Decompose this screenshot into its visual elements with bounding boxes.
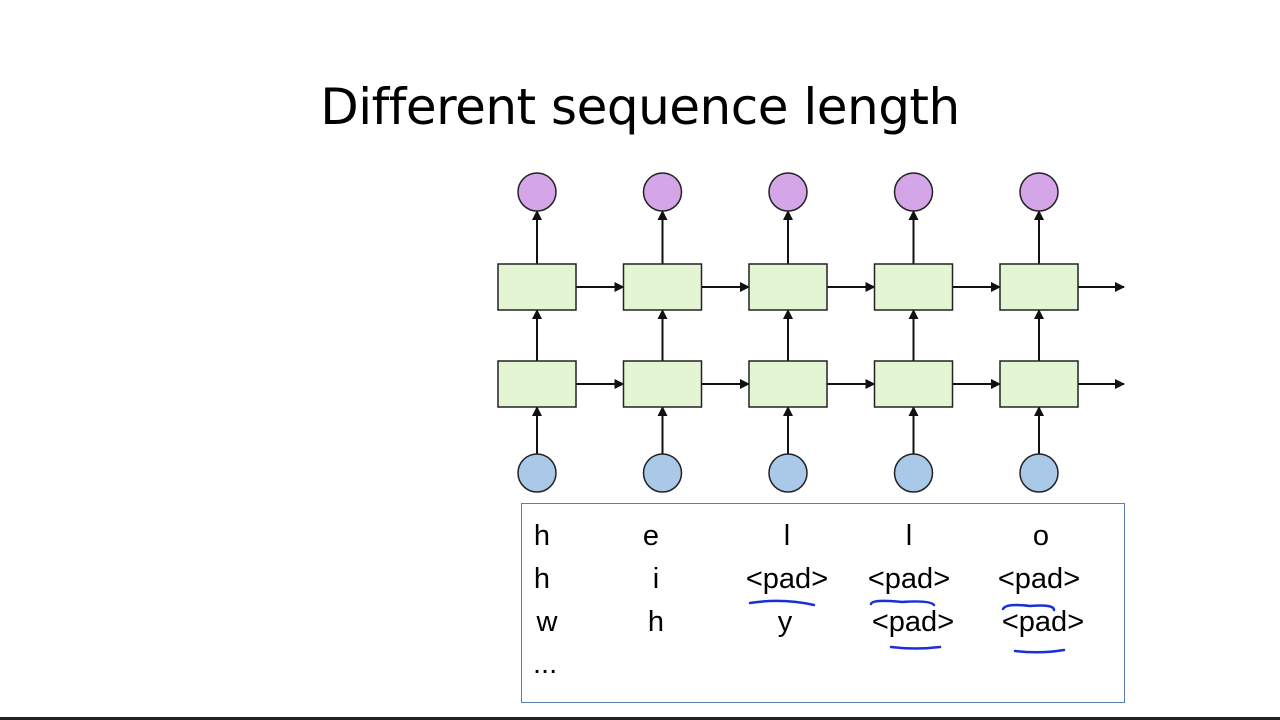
input-node <box>642 453 683 493</box>
sequence-token: h <box>647 606 665 638</box>
input-node <box>517 453 557 493</box>
sequence-token: h <box>533 520 551 552</box>
output-node <box>1019 172 1059 212</box>
rnn-cell <box>622 263 703 311</box>
rnn-cell <box>999 360 1079 408</box>
rnn-cell <box>622 360 703 408</box>
rnn-cell <box>497 263 577 311</box>
rnn-cell <box>748 263 828 311</box>
sequence-token: e <box>642 520 660 552</box>
sequence-token: <pad> <box>1001 606 1085 638</box>
sequence-token: <pad> <box>871 606 955 638</box>
sequence-token: w <box>536 606 558 638</box>
sequence-token: y <box>777 606 793 638</box>
rnn-cell <box>497 360 577 408</box>
rnn-cell <box>999 263 1079 311</box>
sequence-token: l <box>783 520 791 552</box>
sequence-token: i <box>652 563 660 595</box>
rnn-cell <box>748 360 828 408</box>
sequence-token: <pad> <box>745 563 829 595</box>
output-node <box>642 172 683 212</box>
sequence-token: <pad> <box>997 563 1081 595</box>
input-node <box>1019 453 1059 493</box>
sequence-token: o <box>1032 520 1050 552</box>
rnn-cell <box>873 360 954 408</box>
sequence-token: l <box>905 520 913 552</box>
slide-title: Different sequence length <box>320 78 960 136</box>
input-node <box>893 453 934 493</box>
sequence-token: <pad> <box>867 563 951 595</box>
output-node <box>768 172 808 212</box>
bottom-rule <box>0 717 1280 720</box>
input-node <box>768 453 808 493</box>
sequence-token: h <box>533 563 551 595</box>
output-node <box>893 172 934 212</box>
sequence-token: ... <box>533 648 558 680</box>
rnn-cell <box>873 263 954 311</box>
sequence-box <box>521 503 1125 703</box>
output-node <box>517 172 557 212</box>
